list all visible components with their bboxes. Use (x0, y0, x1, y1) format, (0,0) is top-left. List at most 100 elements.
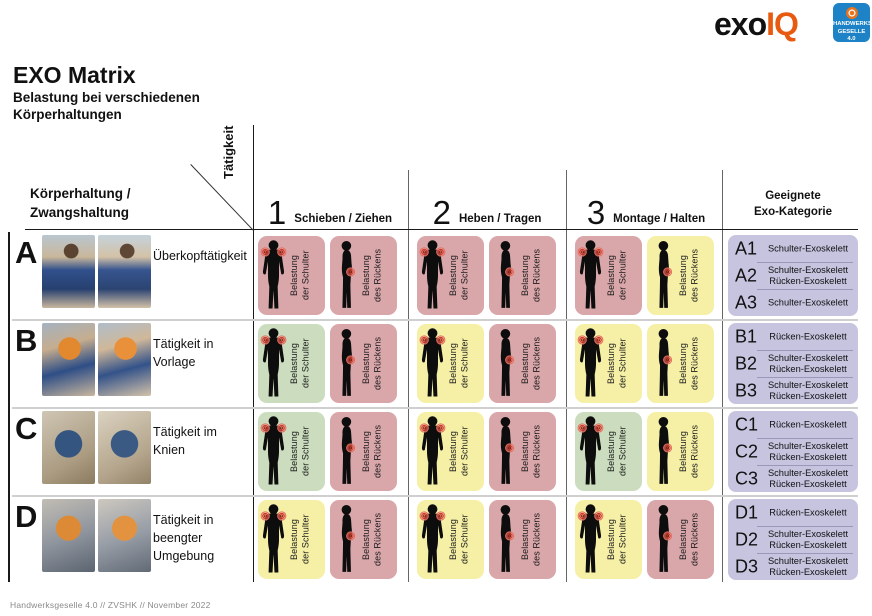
body-side-silhouette-icon (658, 241, 673, 308)
reco-code: B1 (735, 326, 758, 346)
pain-marker-icon (277, 247, 287, 257)
reco-code: D2 (735, 529, 759, 549)
reco-text: Rücken-Exoskelett (769, 418, 847, 429)
body-side-silhouette-icon (658, 329, 673, 396)
body-side-silhouette-icon (500, 417, 515, 484)
grid-line-main-vertical (253, 125, 254, 582)
page-subtitle: Belastung bei verschiedenen Körperhaltun… (13, 90, 200, 122)
pain-marker-icon (419, 335, 429, 345)
grid-line-col-3-reco (722, 170, 723, 582)
body-side-silhouette-icon (341, 417, 356, 484)
body-side-silhouette-icon (500, 329, 515, 396)
body-front-silhouette-icon (577, 240, 604, 309)
pain-marker-icon (436, 423, 446, 433)
pain-marker-icon (346, 355, 356, 365)
row-letter: B (15, 323, 38, 358)
pain-marker-icon (277, 335, 287, 345)
reco-code: C3 (735, 468, 759, 488)
row-letter: D (15, 499, 38, 534)
pain-marker-icon (346, 443, 356, 453)
pain-marker-icon (260, 511, 270, 521)
pain-marker-icon (419, 423, 429, 433)
pain-marker-icon (436, 335, 446, 345)
pain-marker-icon (419, 247, 429, 257)
pain-marker-icon (505, 531, 515, 541)
pain-marker-icon (505, 267, 515, 277)
pain-marker-icon (277, 511, 287, 521)
pain-marker-icon (260, 423, 270, 433)
exoiq-logo: exoIQ (714, 6, 799, 43)
row-letter: C (15, 411, 38, 446)
axis-label-posture: Körperhaltung / Zwangshaltung (30, 186, 131, 220)
pain-marker-icon (260, 247, 270, 257)
posture-photo (98, 499, 151, 572)
pain-marker-icon (436, 511, 446, 521)
body-side-silhouette-icon (500, 241, 515, 308)
reco-code: A1 (735, 238, 758, 258)
pain-marker-icon (436, 247, 446, 257)
grid-line-left-border (8, 232, 10, 582)
posture-photo (42, 323, 95, 396)
row-separator (12, 495, 858, 497)
posture-photo (42, 411, 95, 484)
reco-item: B1 Rücken-Exoskelett (728, 323, 858, 350)
reco-text: Rücken-Exoskelett (769, 330, 847, 341)
pain-marker-icon (577, 423, 587, 433)
body-side-silhouette-icon (658, 417, 673, 484)
body-front-silhouette-icon (577, 328, 604, 397)
logo-exo: exo (714, 6, 767, 42)
body-side-silhouette-icon (341, 505, 356, 572)
pain-marker-icon (419, 511, 429, 521)
grid-line-col-2-3 (566, 170, 567, 582)
reco-code: A2 (735, 265, 758, 285)
handwerksgeselle-badge: HANDWERKS GESELLE 4.0 (833, 3, 872, 42)
pain-marker-icon (505, 443, 515, 453)
body-front-silhouette-icon (260, 416, 287, 485)
pain-marker-icon (577, 335, 587, 345)
body-front-silhouette-icon (260, 328, 287, 397)
reco-text: Schulter-Exoskelett (767, 296, 849, 307)
